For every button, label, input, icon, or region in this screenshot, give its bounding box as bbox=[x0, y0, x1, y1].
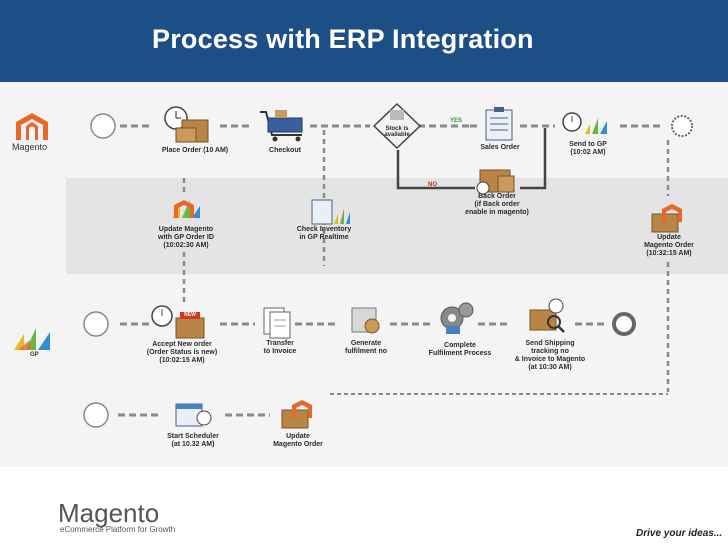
place-order-label: Place Order (10 AM) bbox=[161, 147, 229, 154]
footer-brand: Magento bbox=[58, 498, 160, 528]
transfer-label: Transfer to Invoice bbox=[263, 340, 297, 355]
update-magento-gp-icon bbox=[172, 200, 200, 218]
title-bar: Process with ERP Integration bbox=[0, 0, 728, 82]
accept-new-order-icon bbox=[151, 305, 205, 339]
clipboard-icon bbox=[485, 107, 513, 141]
magento-lane-logo-icon bbox=[16, 113, 48, 140]
cart-icon bbox=[260, 110, 303, 142]
no-label: NO bbox=[428, 182, 437, 188]
document-icon bbox=[263, 307, 291, 339]
backorder-return-path bbox=[520, 128, 547, 190]
update-magento-order-bottom-icon bbox=[281, 400, 312, 429]
calendar-icon bbox=[175, 403, 212, 427]
update-magento-gp-label: Update Magento with GP Order ID (10:02:3… bbox=[158, 226, 214, 249]
end-event-row1 bbox=[671, 115, 693, 137]
start-event-row1 bbox=[90, 113, 116, 139]
i95-tagline: Drive your ideas... bbox=[636, 528, 723, 539]
send-to-gp-icon bbox=[562, 112, 607, 134]
update-magento-order-top-label: Update Magento Order (10:32:15 AM) bbox=[644, 234, 694, 257]
new-badge: NEW bbox=[184, 312, 196, 318]
check-inventory-icon bbox=[311, 199, 350, 225]
accept-new-order-label: Accept New order (Order Status is new) (… bbox=[146, 341, 218, 364]
row3-connectors bbox=[118, 393, 668, 417]
update-magento-order-top-icon bbox=[651, 204, 682, 233]
check-inventory-label: Check Inventory in GP Realtime bbox=[296, 226, 352, 241]
sales-order-label: Sales Order bbox=[480, 144, 520, 151]
footer-tagline: eCommerce Platform for Growth bbox=[60, 525, 176, 534]
page-title: Process with ERP Integration bbox=[152, 24, 534, 54]
diamond-icon bbox=[372, 102, 422, 150]
update-magento-order-bottom-label: Update Magento Order bbox=[273, 433, 323, 448]
checkout-label: Checkout bbox=[269, 147, 301, 154]
complete-label: Complete Fulfilment Process bbox=[428, 342, 492, 357]
footer bbox=[0, 467, 728, 546]
send-shipping-icon bbox=[529, 298, 565, 333]
back-order-label: Back Order (if Back order enable in mage… bbox=[465, 193, 529, 216]
magento-lane-label: Magento bbox=[12, 142, 48, 152]
back-order-icon bbox=[476, 169, 515, 195]
start-scheduler-label: Start Scheduler (at 10.32 AM) bbox=[167, 433, 219, 448]
gp-lane-band bbox=[66, 178, 728, 274]
yes-label: YES bbox=[450, 118, 463, 124]
generate-label: Generate fulfilment no bbox=[345, 340, 387, 355]
start-event-row3 bbox=[83, 402, 109, 428]
vertical-connectors bbox=[182, 130, 670, 392]
diagram-area bbox=[0, 82, 728, 467]
gear-icon bbox=[440, 302, 474, 334]
no-branch-path bbox=[396, 150, 475, 190]
place-order-icon bbox=[164, 106, 209, 143]
start-event-row2 bbox=[83, 311, 109, 337]
send-shipping-label: Send Shipping tracking no & Invoice to M… bbox=[514, 340, 586, 371]
end-event-row2 bbox=[612, 312, 636, 336]
i95-number: i95 bbox=[663, 496, 683, 511]
send-to-gp-label: Send to GP (10:02 AM) bbox=[569, 141, 607, 156]
stock-decision-label: Stock is available bbox=[384, 126, 410, 138]
i95-sub: Dev bbox=[667, 511, 679, 517]
gp-lane-label: GP bbox=[30, 352, 39, 358]
gp-lane-logo-icon bbox=[14, 328, 50, 350]
generate-fulfilment-icon bbox=[351, 307, 380, 334]
